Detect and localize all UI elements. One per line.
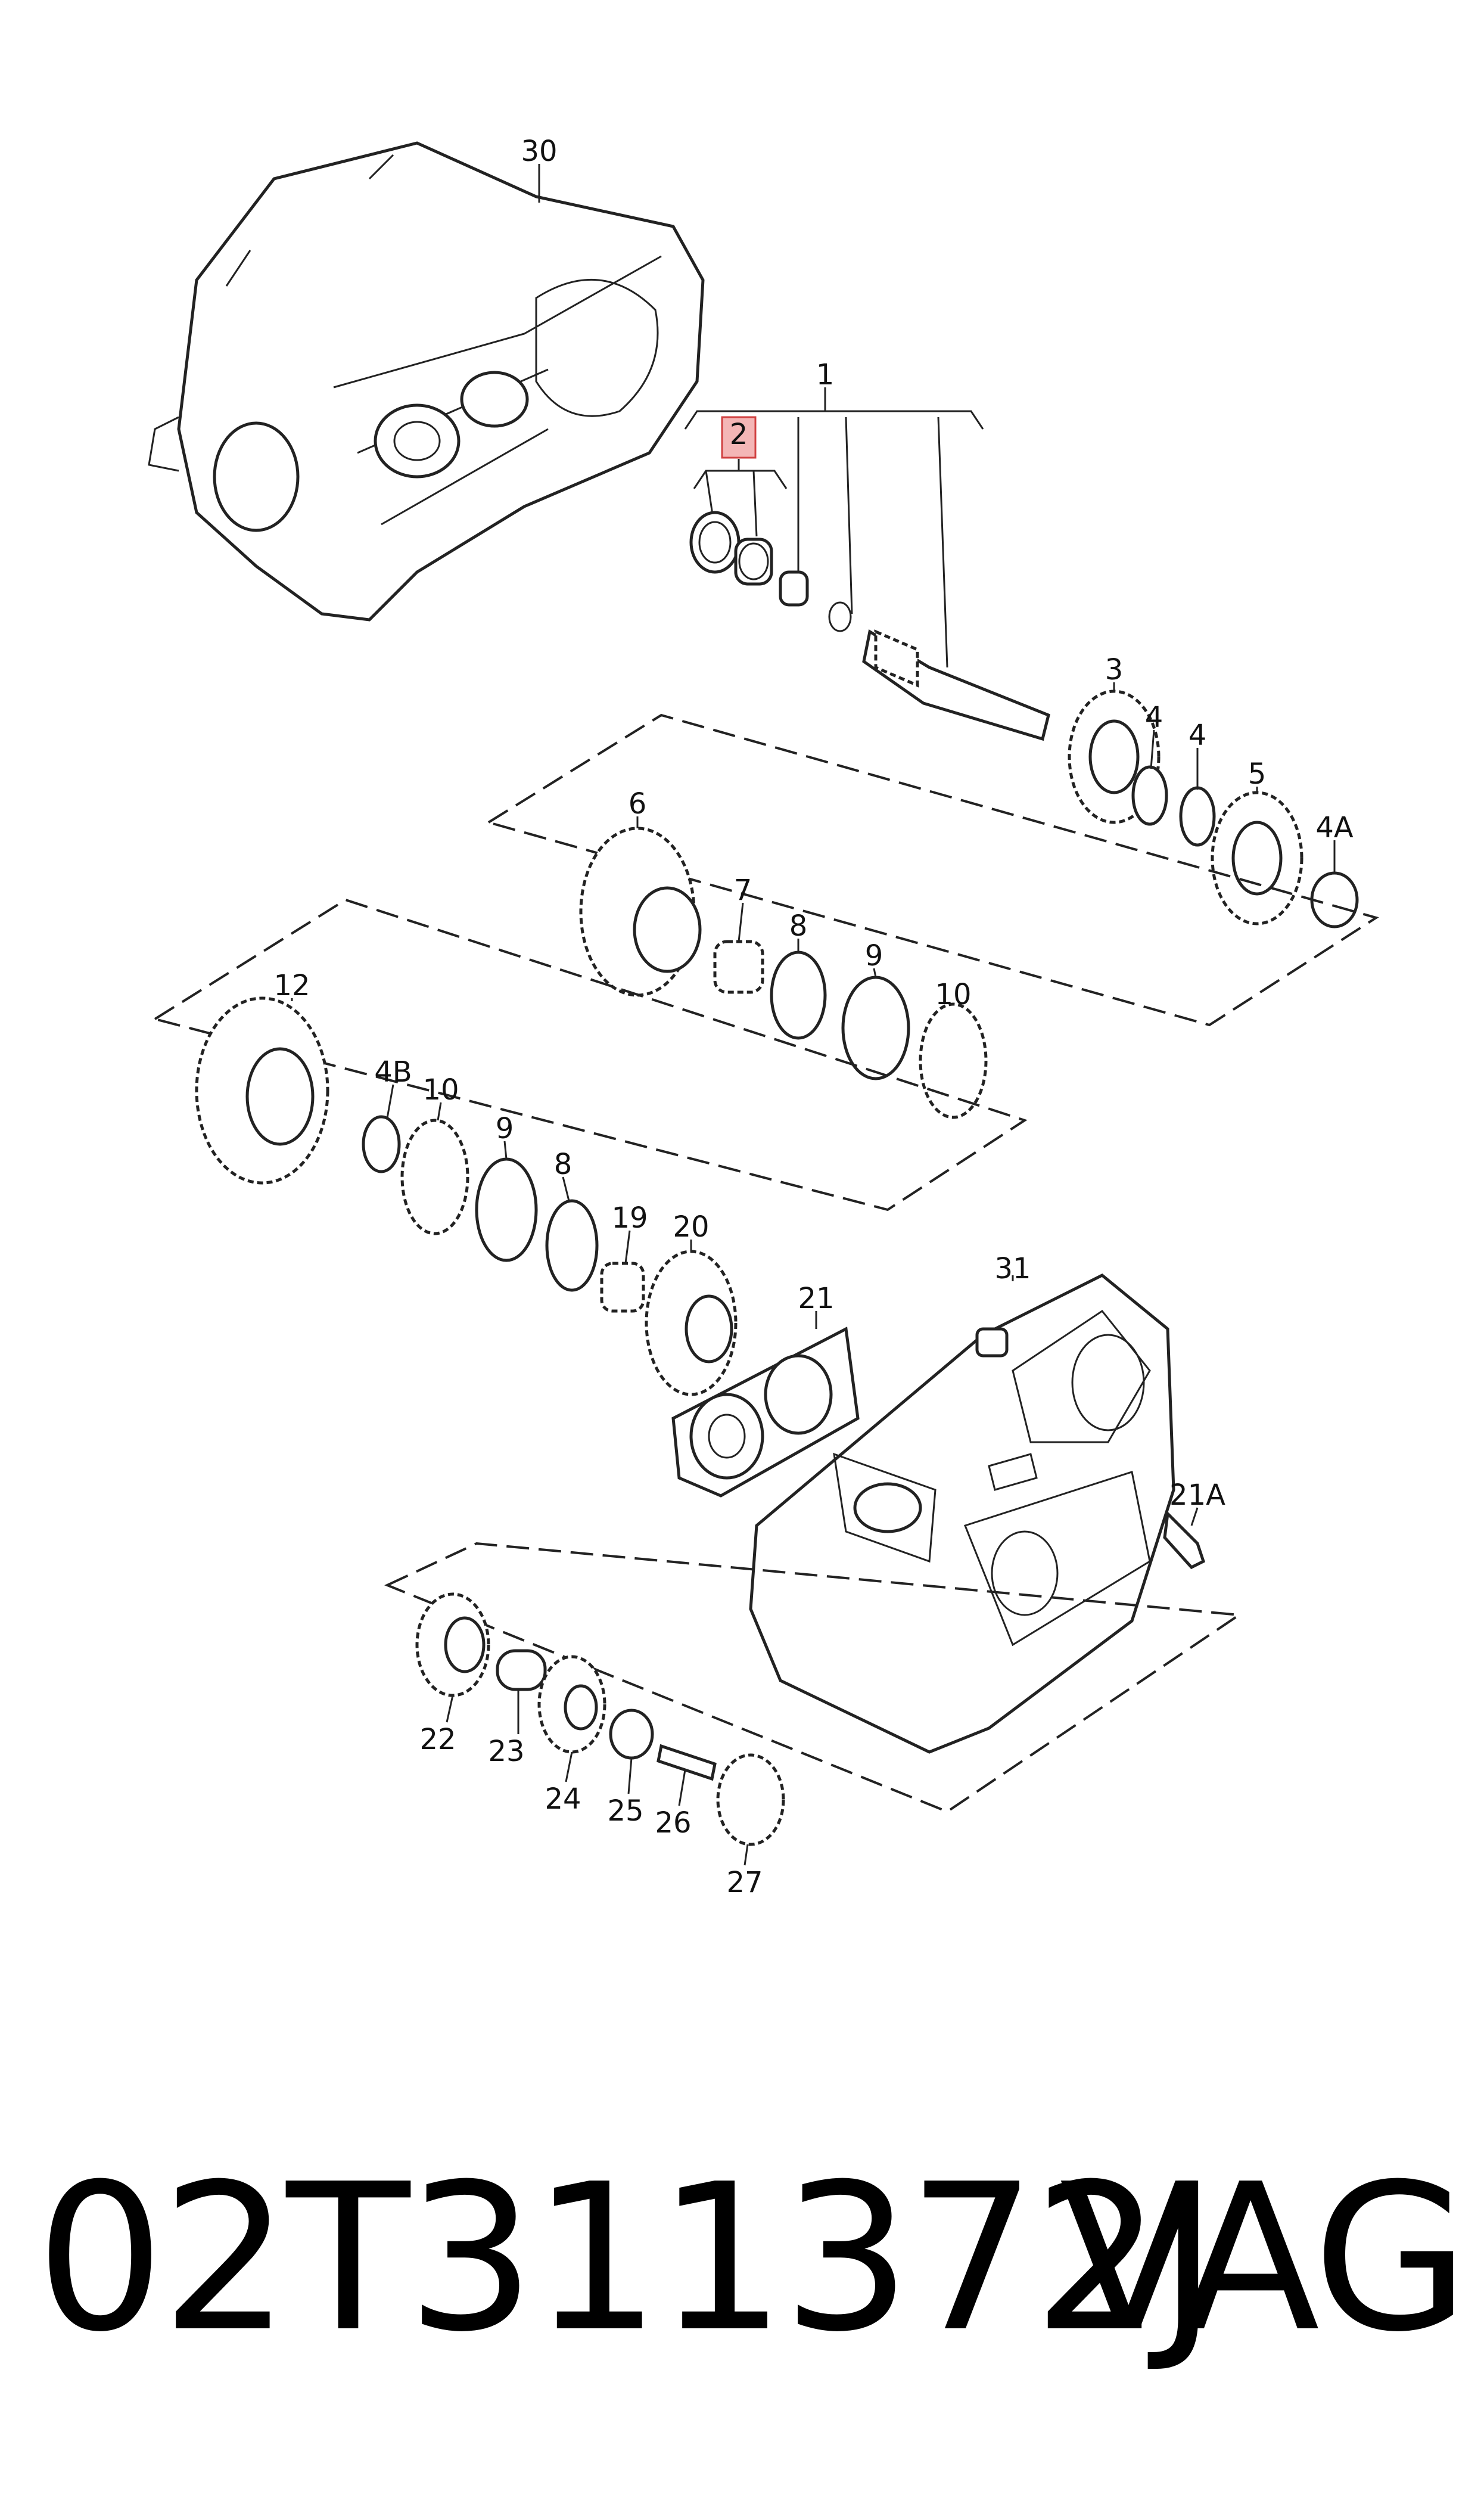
bush-25 [609,1709,654,1760]
circlip-4b [1179,786,1216,847]
synchro-cone-9b [475,1157,538,1262]
part-label-5: 5 [1248,757,1267,791]
part-label-4A: 4A [1315,811,1354,844]
part-label-10a: 10 [935,978,971,1011]
part-label-10b: 10 [422,1073,459,1107]
part-label-27: 27 [726,1866,763,1899]
needle-bearing-7 [713,940,764,994]
needle-bearing-19 [600,1262,645,1313]
synchro-ring-8b [545,1199,599,1292]
part-label-8a: 8 [789,909,808,943]
circlip-4B [362,1115,401,1173]
gear-24 [537,1655,606,1754]
part-label-30: 30 [521,135,557,168]
part-label-4B: 4B [374,1055,412,1089]
gear-6 [579,827,702,997]
part-number: 02T311372J [36,2141,1218,2377]
sleeve-23 [496,1649,547,1691]
bearing-plate-21 [671,1327,860,1498]
part-label-9b: 9 [496,1112,514,1145]
gearbox-housing-30 [148,141,705,622]
synchro-ring-8a [770,951,827,1040]
part-label-31: 31 [994,1252,1031,1285]
gear-12 [195,996,329,1185]
part-label-23: 23 [488,1735,524,1768]
part-label-19: 19 [611,1201,648,1235]
part-label-24: 24 [545,1782,581,1816]
shaft-assembly-1 [689,511,1050,741]
gear-22 [415,1592,490,1697]
part-label-6: 6 [629,787,647,821]
part-label-20: 20 [673,1210,709,1244]
circlip-4A [1310,871,1359,928]
part-label-8b: 8 [554,1148,573,1181]
brand-name: VAG [1059,2141,1470,2377]
gear-5 [1211,791,1303,925]
part-label-2: 2 [730,418,748,451]
bolt-21A [1163,1510,1206,1570]
gearbox-housing-31 [749,1274,1175,1754]
gear-20 [645,1250,738,1396]
synchro-ring-10b [400,1119,469,1235]
part-label-7: 7 [734,874,752,907]
circlip-4a [1131,765,1168,826]
part-label-21: 21 [798,1282,834,1315]
part-label-4b: 4 [1189,719,1207,752]
part-label-26: 26 [655,1806,691,1840]
part-label-1: 1 [816,358,835,392]
bolt-26 [657,1744,717,1781]
part-label-12: 12 [273,969,310,1002]
part-label-22: 22 [419,1723,456,1756]
part-label-4a: 4 [1145,701,1163,734]
roller-bearing-27 [716,1753,785,1846]
part-label-25: 25 [607,1794,643,1828]
synchro-ring-10a [919,1002,988,1119]
part-label-21A: 21A [1169,1479,1225,1512]
part-label-9a: 9 [865,939,883,973]
part-label-3: 3 [1105,653,1124,687]
